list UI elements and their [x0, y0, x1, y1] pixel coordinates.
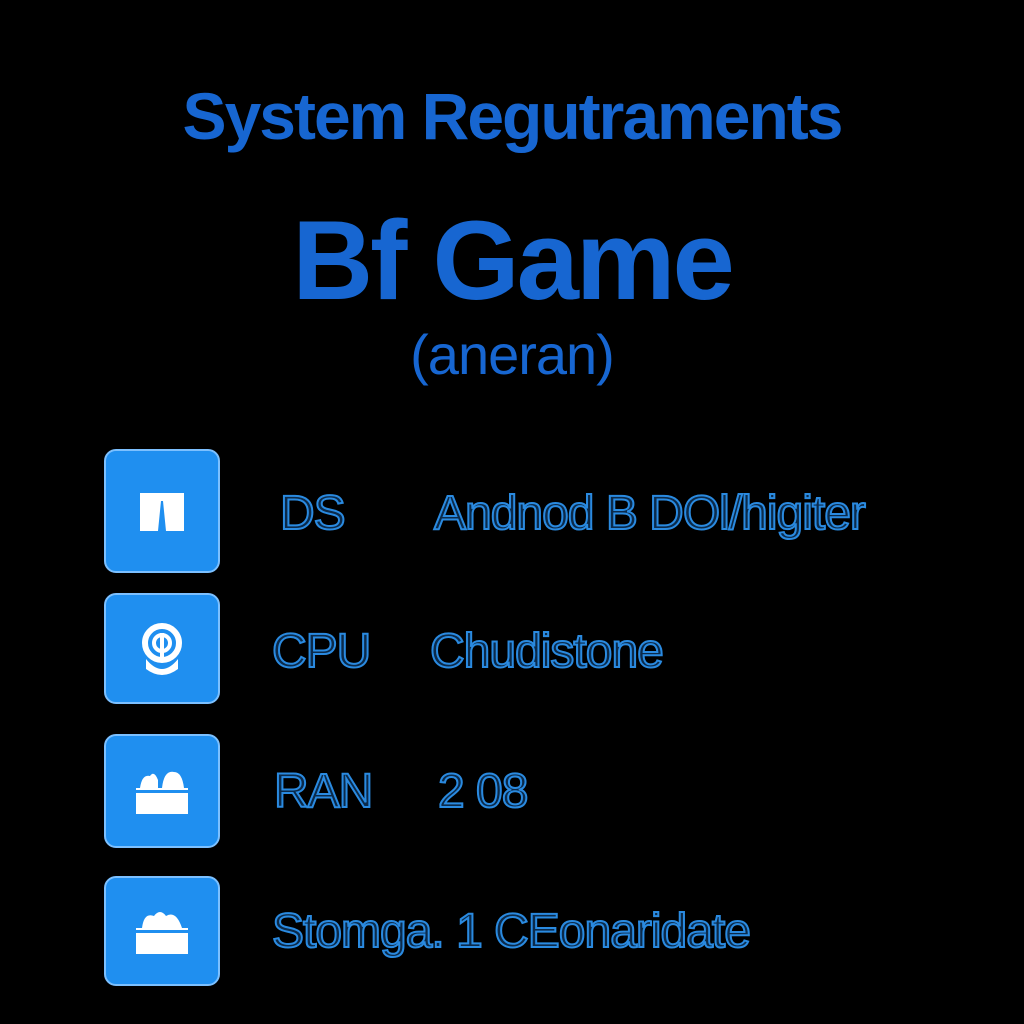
- requirement-value-ram: 2 08: [437, 764, 529, 819]
- storage-icon: [104, 876, 220, 986]
- requirement-label-ram: RAN: [273, 764, 374, 819]
- requirement-value-cpu: Chudistone: [429, 624, 665, 679]
- requirement-value-os: Andnod B DOl/higiter: [433, 486, 867, 541]
- requirement-label-os: DS: [279, 486, 347, 541]
- ram-icon: [104, 734, 220, 848]
- page-title: System Regutraments: [182, 79, 844, 153]
- os-icon: [104, 449, 220, 573]
- game-title: Bf Game: [292, 198, 735, 323]
- cpu-icon: [104, 593, 220, 704]
- game-subtitle: (aneran): [410, 323, 615, 386]
- requirement-label-storage: Stomga. 1 CEonaridate: [271, 904, 752, 959]
- requirement-label-cpu: CPU: [271, 624, 372, 679]
